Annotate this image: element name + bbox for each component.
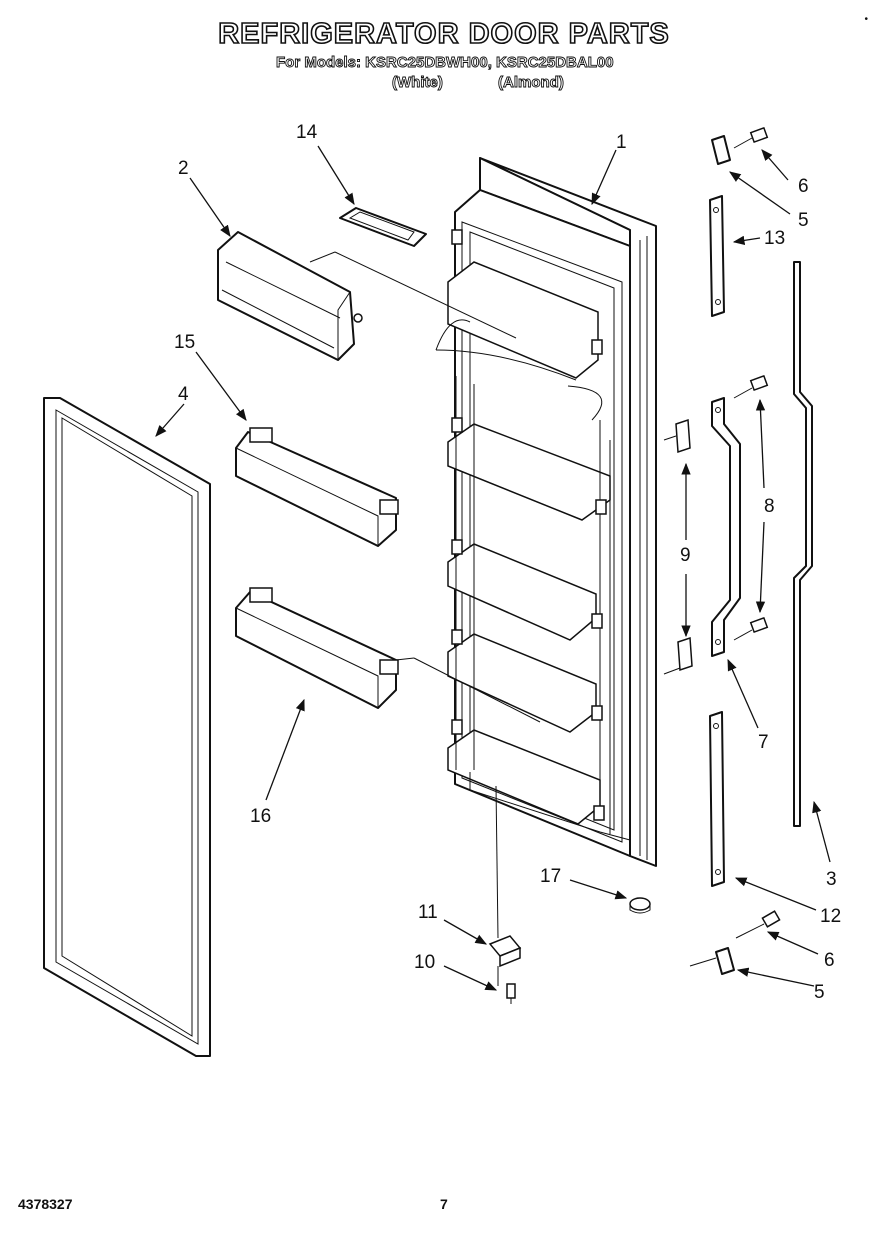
- callout-17: 17: [540, 866, 561, 887]
- variant-white: (White): [392, 74, 444, 92]
- page-title: REFRIGERATOR DOOR PARTS: [217, 17, 670, 51]
- handle-bracket: [711, 397, 741, 657]
- callout-1: 1: [616, 132, 627, 153]
- handle-clips: [663, 418, 693, 675]
- corner-mark: •: [864, 14, 868, 25]
- variant-almond: (Almond): [498, 74, 565, 92]
- callout-9: 9: [680, 545, 691, 566]
- screw-lower: [735, 910, 781, 939]
- callout-6-upper: 6: [798, 176, 809, 197]
- callout-13: 13: [764, 228, 785, 249]
- hinge-bracket-upper: [709, 195, 725, 317]
- callout-6-lower: 6: [824, 950, 835, 971]
- door-stop-bracket: [488, 785, 522, 1004]
- door-bin-upper: [235, 427, 399, 547]
- door-gasket: [43, 397, 211, 1057]
- document-number: 4378327: [18, 1196, 73, 1212]
- callout-8: 8: [764, 496, 775, 517]
- handle-screws: [733, 374, 769, 641]
- callout-2: 2: [178, 158, 189, 179]
- callout-11: 11: [418, 902, 438, 923]
- callout-16: 16: [250, 806, 271, 827]
- callout-5-upper: 5: [798, 210, 809, 231]
- callout-4: 4: [178, 384, 189, 405]
- callout-3: 3: [826, 869, 837, 890]
- hinge-cap-upper: [711, 135, 731, 165]
- callout-14: 14: [296, 122, 318, 143]
- callout-12: 12: [820, 906, 841, 927]
- door-bumper: [629, 897, 651, 914]
- callout-7: 7: [758, 732, 769, 753]
- small-tray: [339, 207, 427, 247]
- leader-lines: [155, 145, 831, 991]
- callout-5-lower: 5: [814, 982, 825, 1003]
- hinge-cap-lower: [689, 947, 735, 975]
- door-bin-lower: [235, 587, 541, 723]
- screw-upper: [733, 126, 769, 149]
- callout-10: 10: [414, 952, 435, 973]
- dairy-door: [217, 231, 517, 361]
- hinge-bracket-lower: [709, 711, 725, 887]
- callout-15: 15: [174, 332, 195, 353]
- model-numbers: For Models: KSRC25DBWH00, KSRC25DBAL00: [276, 54, 614, 72]
- door-trim-strip: [793, 261, 813, 827]
- page-number: 7: [440, 1196, 448, 1212]
- door-panel: [435, 157, 657, 867]
